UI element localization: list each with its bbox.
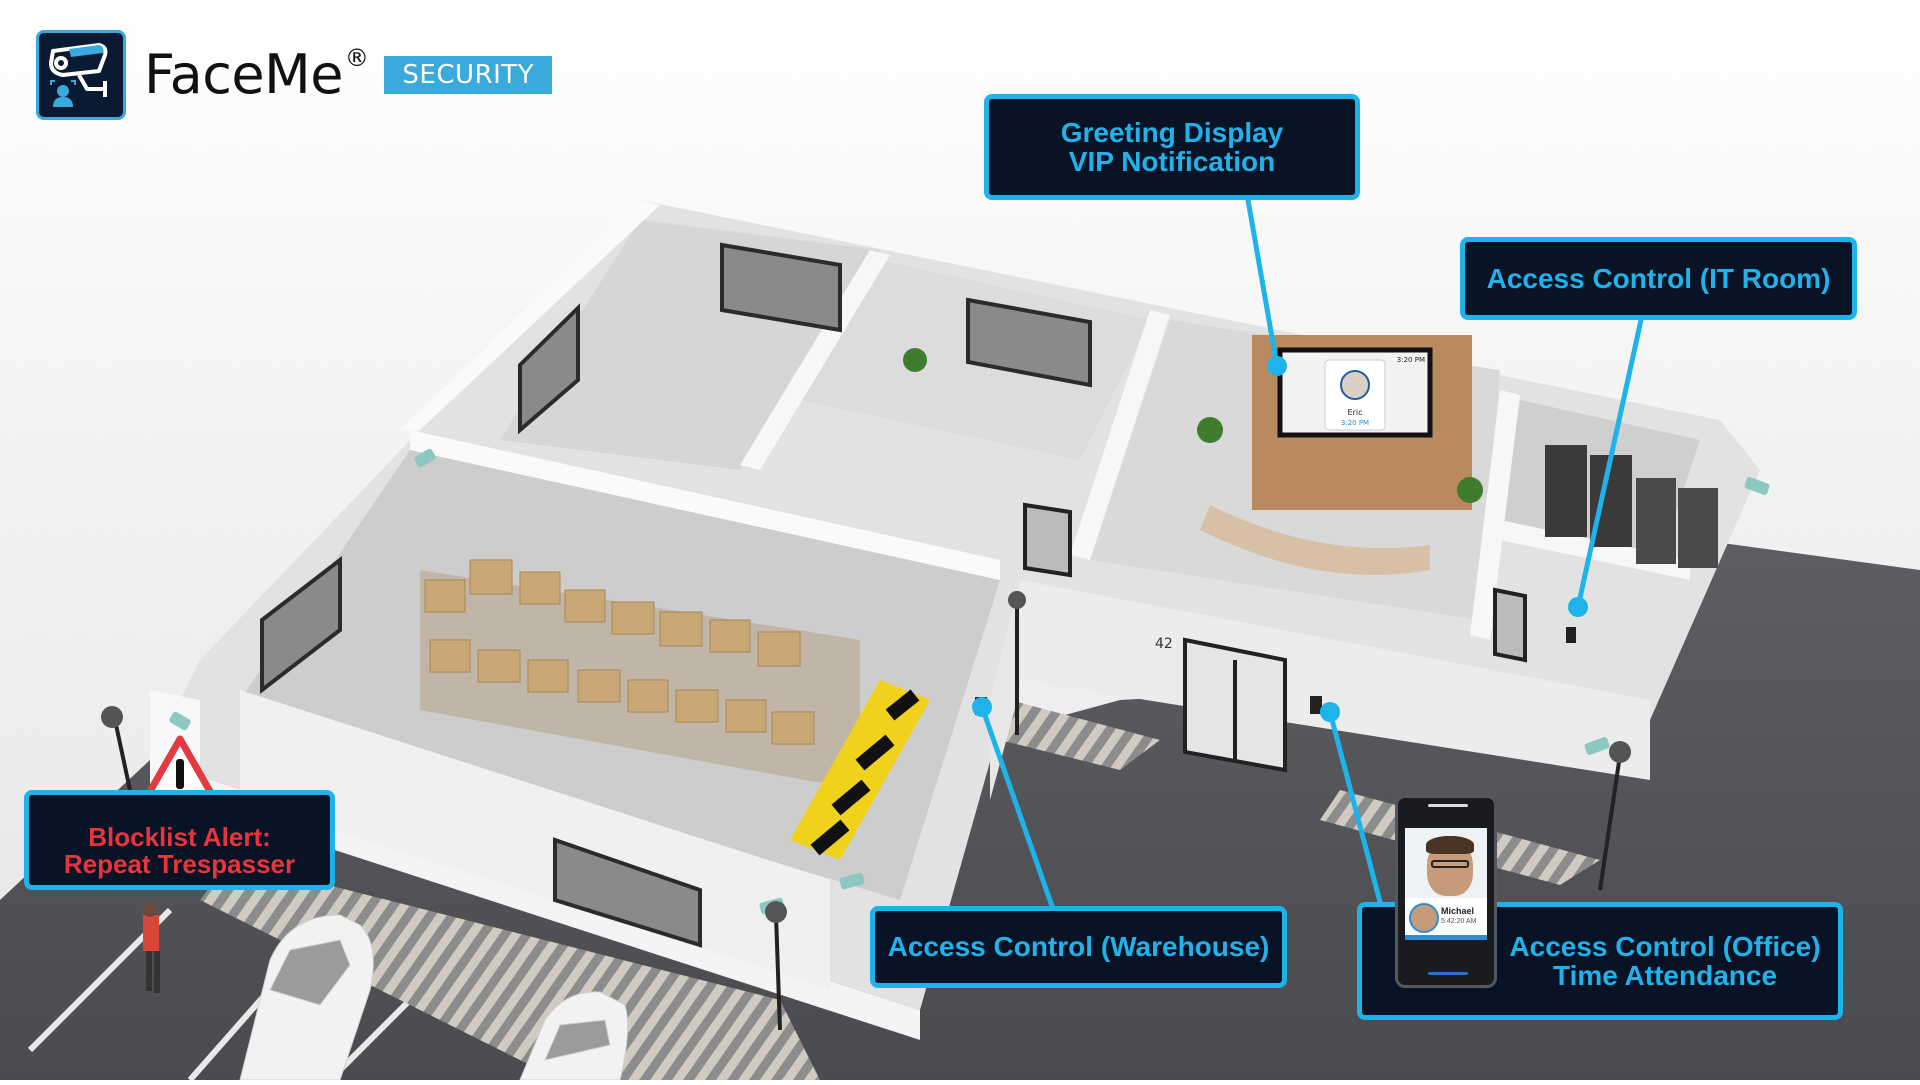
trespasser-person (143, 903, 160, 993)
callout-warehouse-label: Access Control (Warehouse) (887, 931, 1270, 963)
greeting-display-marker[interactable] (1267, 356, 1287, 376)
security-badge: SECURITY (384, 56, 553, 94)
parked-car (239, 914, 374, 1081)
recognized-name: Michael (1441, 906, 1475, 916)
callout-blocklist-alert[interactable]: Blocklist Alert: Repeat Trespasser (24, 790, 335, 890)
office-marker[interactable] (1320, 702, 1340, 722)
reception-desk (1200, 505, 1430, 575)
faceme-logo: FaceMe® SECURITY (36, 30, 553, 120)
recognized-time: 5:42:20 AM (1441, 918, 1477, 925)
it-room-face-reader (1566, 627, 1576, 643)
svg-text:3:20 PM: 3:20 PM (1341, 419, 1369, 427)
callout-office-line2: Time Attendance (1552, 960, 1778, 991)
callout-greeting-line2: VIP Notification (1068, 146, 1276, 177)
plants (903, 348, 1483, 503)
sidewalk (200, 860, 820, 1080)
windows (260, 242, 1092, 948)
warehouse-marker[interactable] (972, 697, 992, 717)
it-room-marker[interactable] (1568, 597, 1588, 617)
brand-name: FaceMe® (144, 43, 369, 106)
doors (1023, 502, 1527, 773)
callout-warehouse[interactable]: Access Control (Warehouse) (870, 906, 1287, 988)
callout-office-line1: Access Control (Office) (1509, 930, 1821, 962)
lamp-posts (113, 600, 1622, 1031)
callout-greeting-display[interactable]: Greeting Display VIP Notification (984, 94, 1360, 200)
warehouse-shelving (420, 559, 860, 790)
avatar (1409, 903, 1439, 933)
callout-it-room[interactable]: Access Control (IT Room) (1460, 237, 1857, 320)
terminal-screen: Michael 5:42:20 AM (1405, 828, 1487, 940)
hazard-stripes (790, 680, 930, 860)
server-racks (1545, 445, 1718, 568)
svg-text:3:20 PM: 3:20 PM (1397, 356, 1425, 364)
office-front-wall (1020, 580, 1650, 780)
office-face-reader (1310, 696, 1322, 714)
callout-blocklist-line1: Blocklist Alert: (88, 821, 271, 852)
callout-it-room-label: Access Control (IT Room) (1486, 262, 1831, 294)
parked-car (519, 991, 629, 1081)
security-camera-face-icon (36, 30, 126, 120)
svg-text:Eric: Eric (1348, 408, 1363, 417)
callout-greeting-line1: Greeting Display (1060, 116, 1284, 148)
building-number: 42 (1155, 636, 1173, 652)
callout-blocklist-line2: Repeat Trespasser (63, 849, 296, 879)
face-recognition-terminal: Michael 5:42:20 AM (1395, 795, 1497, 988)
